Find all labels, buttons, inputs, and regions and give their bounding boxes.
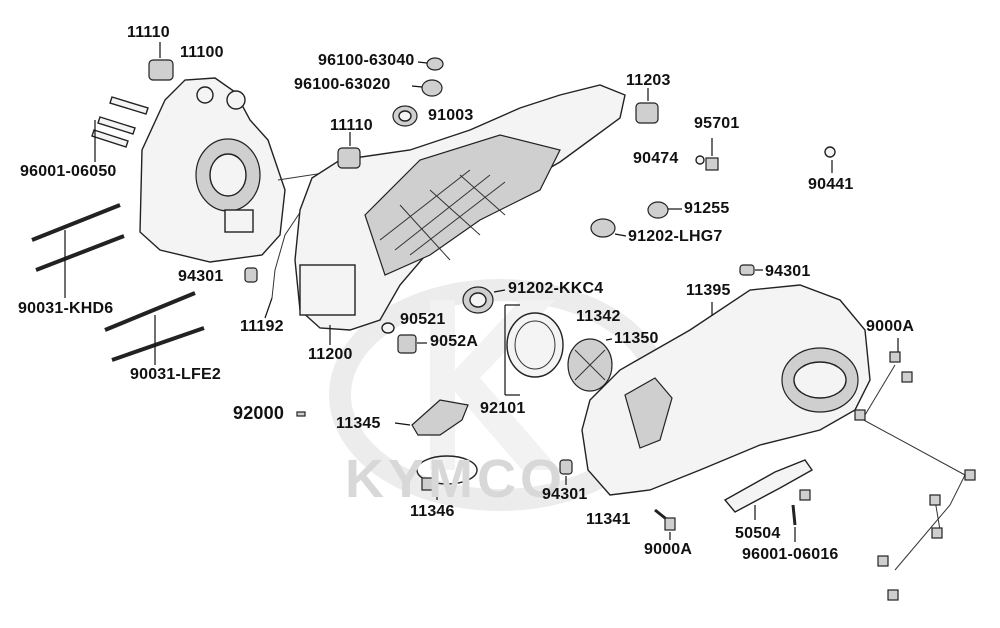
label-91003: 91003 <box>428 107 474 124</box>
bolts-96001-06050 <box>91 96 149 162</box>
kymco-watermark-text: KYMCO <box>345 449 566 509</box>
dowel-94301-bottom <box>559 459 573 485</box>
label-94301-bottom: 94301 <box>542 486 588 503</box>
label-11345: 11345 <box>336 415 381 432</box>
label-9052a: 9052A <box>430 333 479 350</box>
right-crankcase-11200 <box>294 84 626 345</box>
bushing-11110-middle <box>337 132 361 169</box>
label-11110-top: 11110 <box>127 24 170 41</box>
bolts-9000a-right <box>854 338 976 601</box>
label-11203: 11203 <box>626 72 671 89</box>
label-9000a-bottom: 9000A <box>644 541 693 558</box>
label-96001-06016: 96001-06016 <box>742 546 839 563</box>
clamp-11346 <box>416 455 478 500</box>
bearing-91003 <box>392 105 418 127</box>
bracket-50504 <box>723 459 814 520</box>
left-crankcase-11100 <box>139 77 286 263</box>
studs-90031-lfe2 <box>104 291 205 365</box>
bolt-96001-06016 <box>791 489 811 542</box>
bolt-95701 <box>705 138 719 171</box>
dowel-94301-left <box>244 267 258 283</box>
label-9000a-right: 9000A <box>866 318 915 335</box>
bushing-11203 <box>635 88 659 124</box>
label-91255: 91255 <box>684 200 730 217</box>
bushing-11110-top <box>148 42 174 81</box>
seal-91202-kkc4 <box>462 286 506 314</box>
label-11350: 11350 <box>614 330 659 347</box>
screws-92101 <box>504 304 520 396</box>
label-90441: 90441 <box>808 176 854 193</box>
label-95701: 95701 <box>694 115 740 132</box>
label-90031-lfe2: 90031-LFE2 <box>130 366 221 383</box>
label-92000: 92000 <box>233 403 285 423</box>
label-11200: 11200 <box>308 346 353 363</box>
label-94301-left: 94301 <box>178 268 224 285</box>
label-11192: 11192 <box>240 318 284 335</box>
label-90031-khd6: 90031-KHD6 <box>18 300 114 317</box>
bolt-9000a-bottom <box>654 508 676 540</box>
dowel-94301-right <box>739 264 763 276</box>
plate-11342 <box>506 312 564 378</box>
label-11346: 11346 <box>410 503 455 520</box>
label-96100-63040: 96100-63040 <box>318 52 415 69</box>
label-91202-kkc4: 91202-KKC4 <box>508 280 604 297</box>
cvt-cover-11341 <box>581 284 871 496</box>
pin-92000 <box>296 411 306 417</box>
label-90474: 90474 <box>633 150 679 167</box>
label-11341: 11341 <box>586 511 631 528</box>
clip-90441 <box>824 146 836 173</box>
label-90521: 90521 <box>400 311 446 328</box>
seal-96100-63040 <box>417 57 444 71</box>
seal-96100-63020 <box>411 79 443 97</box>
label-91202-lhg7: 91202-LHG7 <box>628 228 723 245</box>
screen-11350 <box>567 338 613 392</box>
label-92101: 92101 <box>480 400 526 417</box>
washer-90474 <box>695 155 705 165</box>
label-94301-right: 94301 <box>765 263 811 280</box>
label-11110-middle: 11110 <box>330 117 373 134</box>
duct-11345 <box>394 399 469 436</box>
label-96100-63020: 96100-63020 <box>294 76 391 93</box>
label-11395: 11395 <box>686 282 731 299</box>
seal-91255 <box>647 201 682 219</box>
label-96001-06050: 96001-06050 <box>20 163 117 180</box>
seal-91202-lhg7 <box>590 218 627 238</box>
plug-9052a <box>397 334 427 354</box>
label-50504: 50504 <box>735 525 781 542</box>
label-11342: 11342 <box>576 308 621 325</box>
oring-90521 <box>381 322 395 334</box>
studs-90031-khd6 <box>31 203 125 298</box>
label-11100: 11100 <box>180 44 224 61</box>
